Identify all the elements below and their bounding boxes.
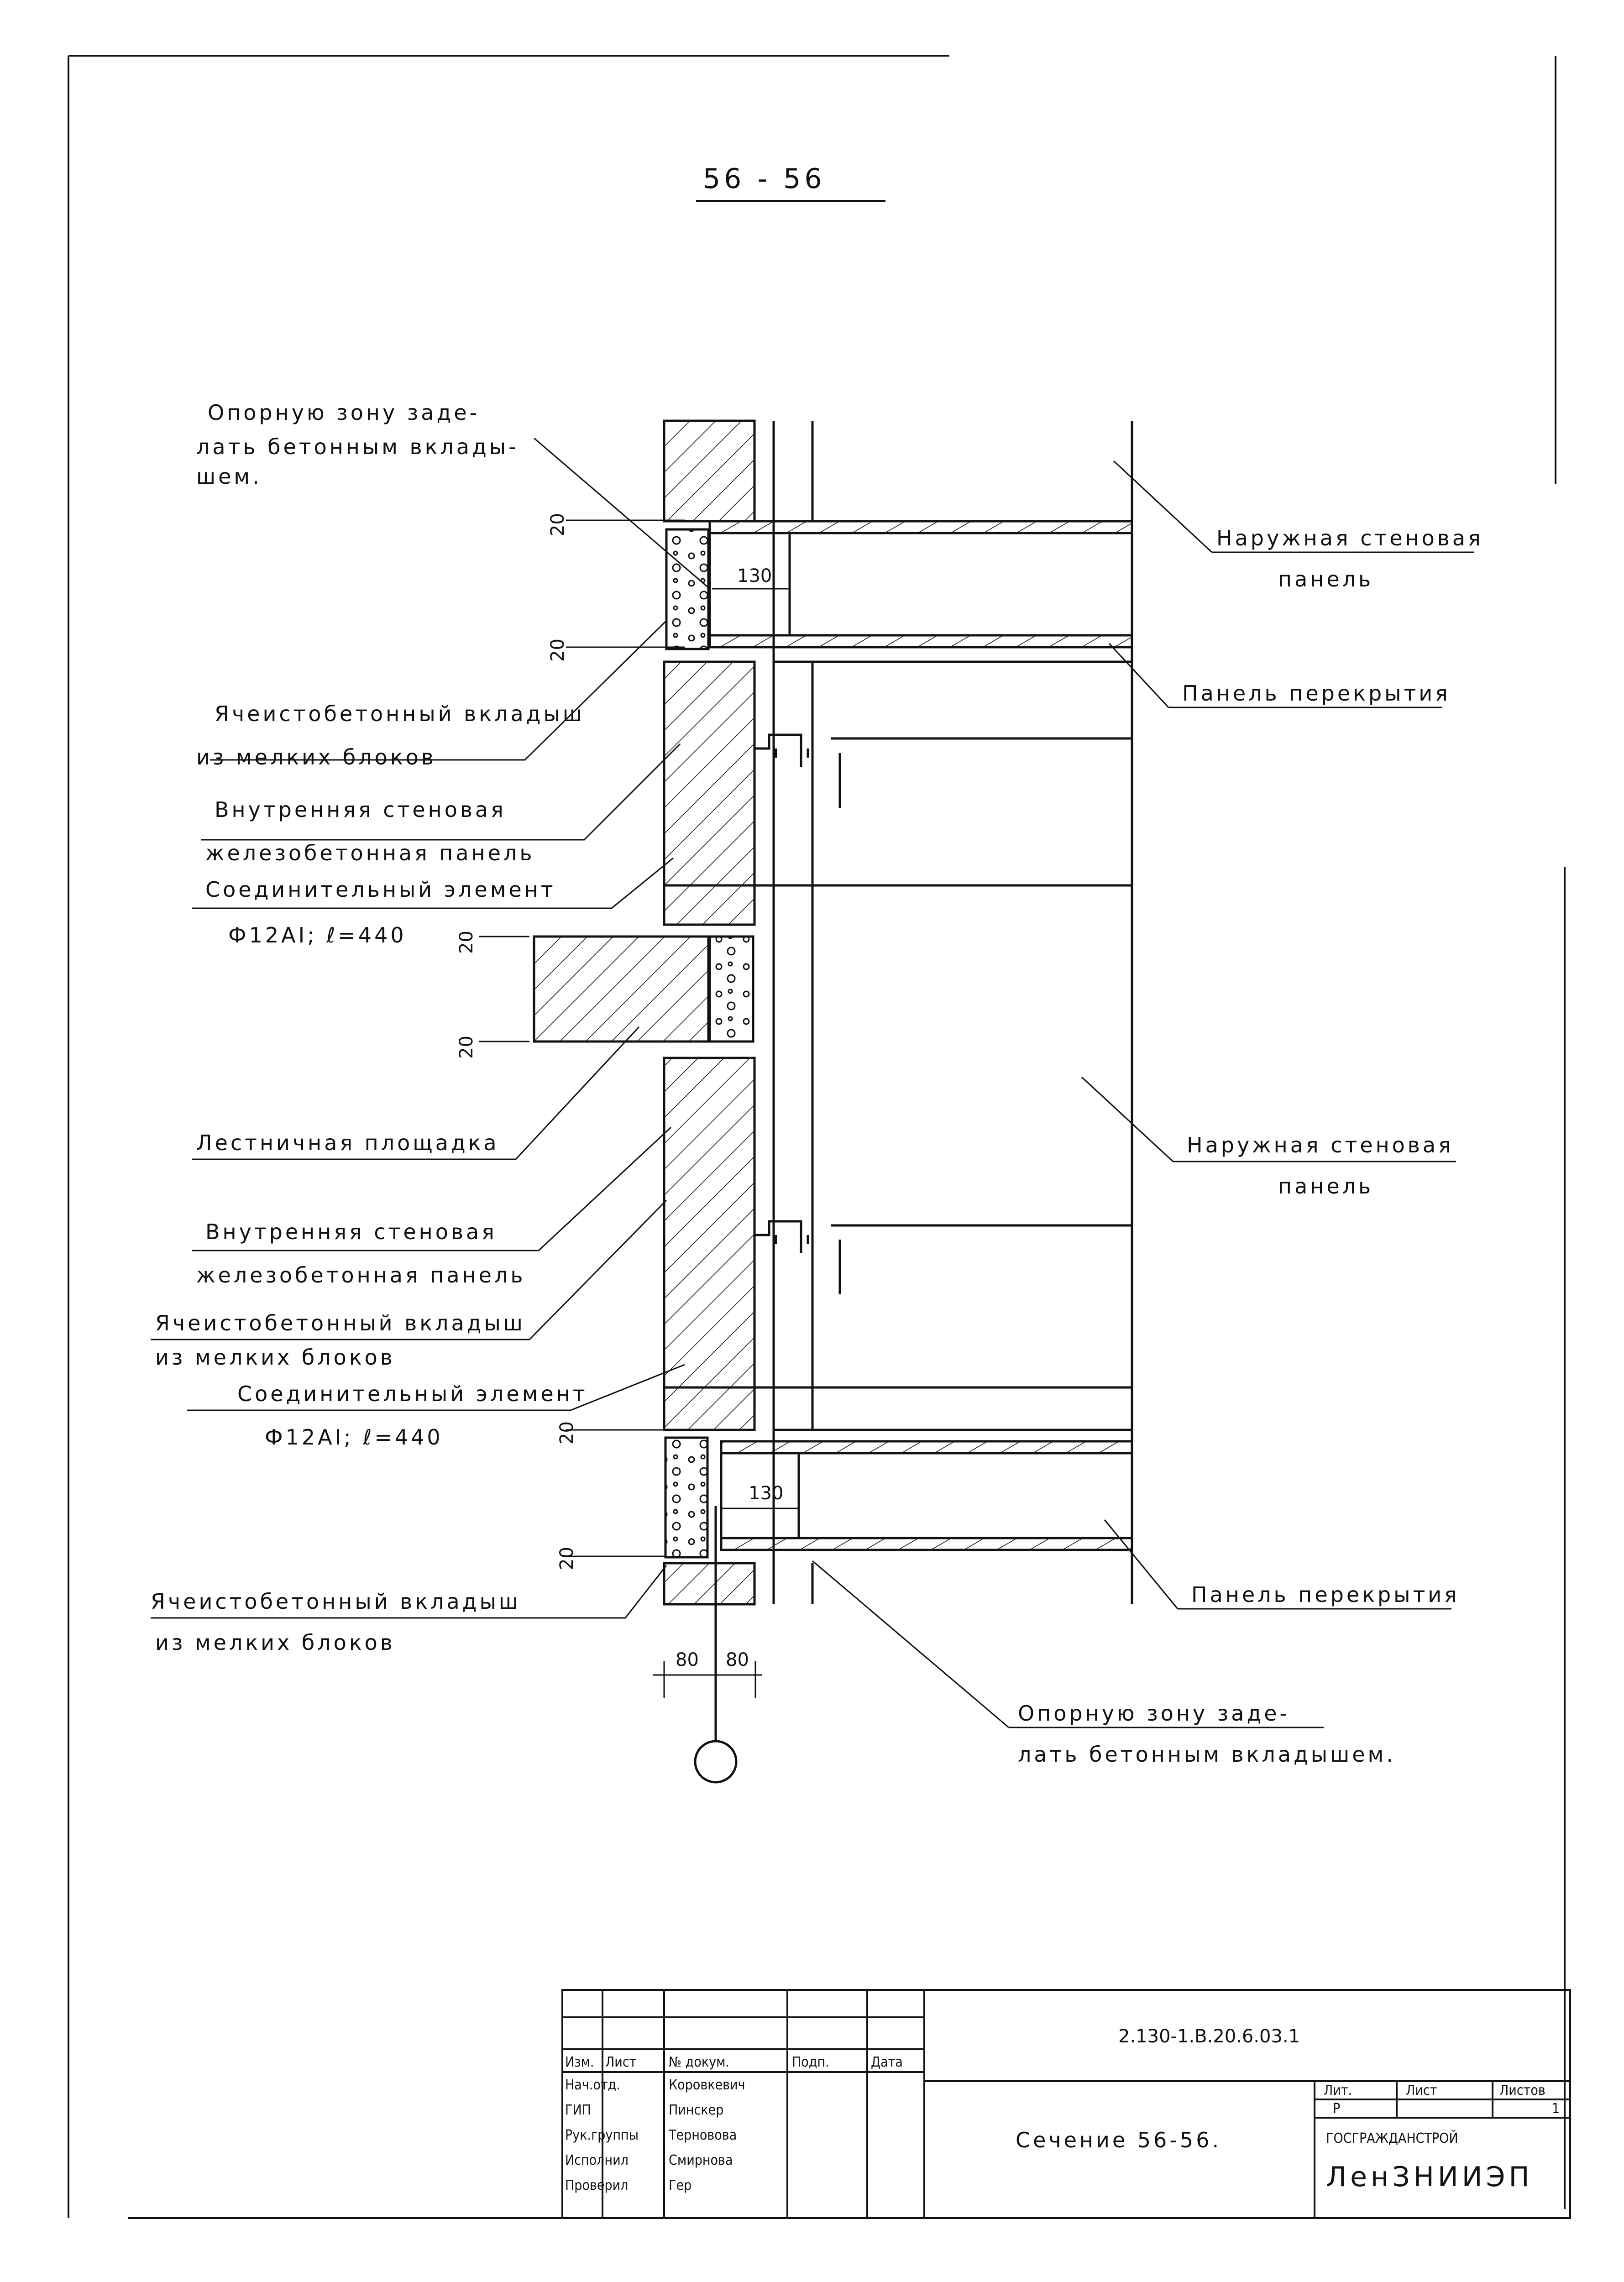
label-support-zone-1-l3: шем.: [196, 464, 262, 489]
dim-gap-5: 20: [556, 1421, 577, 1445]
label-outer-panel-2-l2: панель: [1278, 1174, 1373, 1199]
label-inner-panel-2-l1: Внутренняя стеновая: [205, 1220, 497, 1244]
label-support-zone-1-l1: Опорную зону заде-: [208, 400, 480, 425]
label-connector-2-l2: Ф12АI; ℓ=440: [265, 1425, 443, 1450]
label-support-zone-2-l2: лать бетонным вкладышем.: [1018, 1742, 1396, 1767]
label-cellular-insert-3-l1: Ячеистобетонный вкладыш: [151, 1589, 521, 1614]
tb-stage-total-value: 1: [1552, 2101, 1560, 2117]
label-floor-panel-2: Панель перекрытия: [1191, 1582, 1460, 1607]
tb-role-4: Проверил: [565, 2177, 628, 2193]
tb-org-top: ГОСГРАЖДАНСТРОЙ: [1326, 2130, 1458, 2146]
tb-header-sign: Подп.: [792, 2054, 829, 2070]
label-support-zone-2-l1: Опорную зону заде-: [1018, 1701, 1290, 1726]
tb-header-date: Дата: [871, 2054, 903, 2070]
label-cellular-insert-1-l1: Ячеистобетонный вкладыш: [215, 701, 585, 726]
dim-width-left: 80: [676, 1649, 699, 1670]
tb-stage-lit-value: Р: [1333, 2101, 1340, 2117]
label-cellular-insert-1-l2: из мелких блоков: [196, 745, 436, 769]
section-title: 56 - 56: [696, 163, 885, 202]
section-title-text: 56 - 56: [703, 163, 826, 195]
tb-header-doc: № докум.: [669, 2054, 729, 2070]
label-floor-panel-1: Панель перекрытия: [1182, 681, 1451, 706]
dimension-values: 80 80 130 130 20 20 20 20 20 20: [456, 513, 783, 1670]
dim-bearing-2: 130: [749, 1483, 783, 1504]
tb-name-4: Гер: [669, 2177, 692, 2193]
tb-org-name: ЛенЗНИИЭП: [1326, 2161, 1533, 2193]
label-support-zone-1-l2: лать бетонным вклады-: [196, 434, 519, 459]
tb-name-3: Смирнова: [669, 2152, 733, 2168]
dim-gap-2: 20: [547, 639, 568, 662]
label-connector-2-l1: Соединительный элемент: [237, 1382, 588, 1406]
label-inner-panel-1-l1: Внутренняя стеновая: [215, 797, 506, 822]
label-cellular-insert-2-l2: из мелких блоков: [155, 1345, 395, 1370]
dim-gap-1: 20: [547, 513, 568, 536]
label-connector-1-l2: Ф12АI; ℓ=440: [228, 923, 407, 947]
tb-header-izm: Изм.: [565, 2054, 594, 2070]
tb-role-0: Нач.отд.: [565, 2077, 620, 2093]
label-cellular-insert-2-l1: Ячеистобетонный вкладыш: [155, 1311, 525, 1335]
tb-name-0: Коровкевич: [669, 2077, 745, 2093]
tb-stage-list: Лист: [1406, 2083, 1437, 2099]
tb-name-2: Терновова: [668, 2127, 737, 2143]
tb-role-1: ГИП: [565, 2102, 591, 2118]
tb-role-2: Рук.группы: [565, 2127, 639, 2143]
tb-name-1: Пинскер: [669, 2102, 723, 2118]
label-outer-panel-1-l2: панель: [1278, 567, 1373, 591]
label-inner-panel-1-l2: железобетонная панель: [205, 841, 534, 865]
dim-gap-3: 20: [456, 931, 477, 954]
callout-labels: Опорную зону заде- лать бетонным вклады-…: [151, 400, 1483, 1767]
label-inner-panel-2-l2: железобетонная панель: [196, 1263, 525, 1288]
title-block: [561, 1989, 1571, 2219]
dimension-lines: [479, 519, 799, 1698]
dim-gap-6: 20: [556, 1547, 577, 1570]
dim-bearing-1: 130: [737, 565, 772, 586]
sheet-name: Сечение 56-56.: [1016, 2128, 1221, 2152]
tb-stage-lit: Лит.: [1324, 2083, 1352, 2099]
label-cellular-insert-3-l2: из мелких блоков: [155, 1630, 395, 1655]
label-connector-1-l1: Соединительный элемент: [205, 877, 556, 902]
wall-structure: [533, 419, 1133, 1784]
doc-code: 2.130-1.В.20.6.03.1: [1118, 2026, 1300, 2047]
label-outer-panel-1-l1: Наружная стеновая: [1216, 526, 1483, 550]
tb-stage-total: Листов: [1499, 2083, 1545, 2099]
title-block-text: 2.130-1.В.20.6.03.1 Сечение 56-56. Изм. …: [565, 2026, 1560, 2193]
tb-header-list: Лист: [605, 2054, 636, 2070]
dim-width-right: 80: [726, 1649, 749, 1670]
label-outer-panel-2-l1: Наружная стеновая: [1187, 1133, 1454, 1157]
label-stair-landing: Лестничная площадка: [196, 1131, 499, 1155]
leader-lines: [151, 437, 1474, 1728]
tb-role-3: Исполнил: [565, 2152, 629, 2168]
dim-gap-4: 20: [456, 1036, 477, 1059]
